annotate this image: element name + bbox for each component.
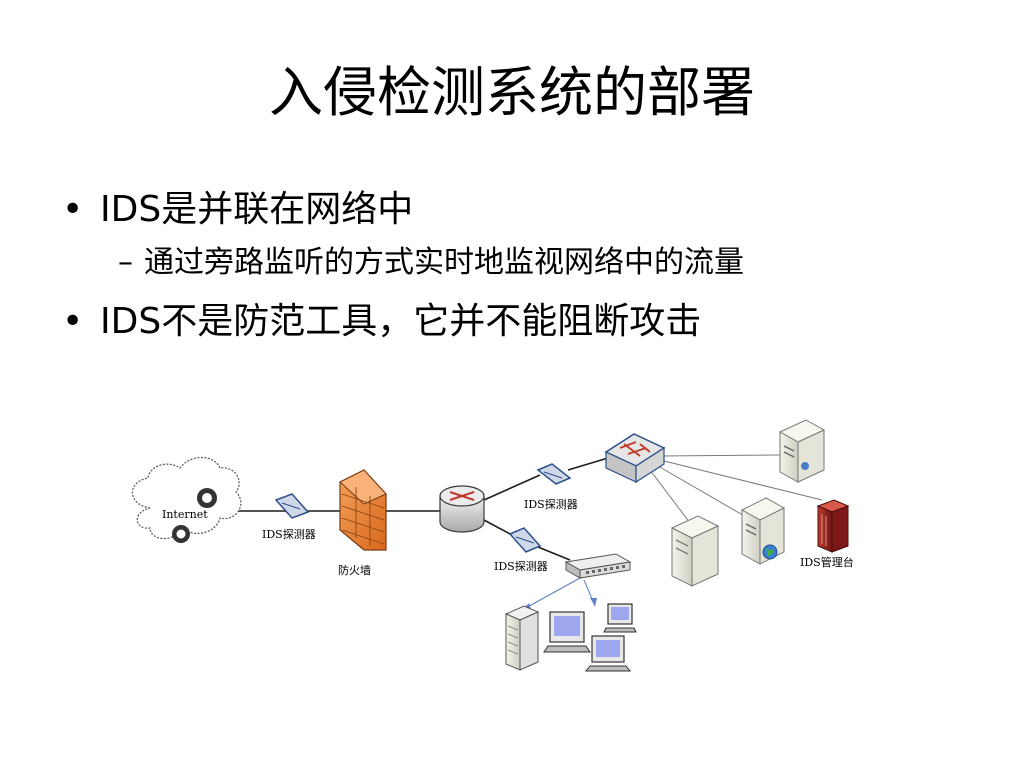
ids-console-icon: IDS管理台 xyxy=(800,499,854,569)
sensor-label: IDS探测器 xyxy=(524,498,578,511)
console-label: IDS管理台 xyxy=(800,555,854,569)
slide-title: 入侵检测系统的部署 xyxy=(269,61,755,124)
link-sensor3-hub xyxy=(537,546,571,561)
arrow-head xyxy=(590,598,597,606)
sub-bullet-item: – 通过旁路监听的方式实时地监视网络中的流量 xyxy=(118,242,744,284)
rack-server-icon xyxy=(504,605,540,671)
link-hub-server xyxy=(521,577,581,611)
link-router-sensor2 xyxy=(483,474,541,501)
bullet-item: • IDS是并联在网络中 xyxy=(62,186,744,234)
bullet-item: • IDS不是防范工具，它并不能阻断攻击 xyxy=(62,298,744,346)
bullet-text: IDS不是防范工具，它并不能阻断攻击 xyxy=(100,301,702,342)
firewall-icon: 防火墙 xyxy=(338,469,387,577)
ids-sensor-3: IDS探测器 xyxy=(494,527,548,573)
bullet-text: IDS是并联在网络中 xyxy=(100,189,414,230)
sub-bullet-text: 通过旁路监听的方式实时地监视网络中的流量 xyxy=(144,245,744,280)
link-switch-console xyxy=(659,459,823,501)
internet-label: Internet xyxy=(162,508,208,521)
sub-bullet-marker: – xyxy=(118,245,133,280)
link-sensor2-switch xyxy=(567,457,609,471)
switch-icon xyxy=(604,433,666,484)
desktop-pc-icon xyxy=(584,635,632,672)
desktop-pc-icon xyxy=(603,603,637,633)
cloud-shape xyxy=(131,456,242,540)
internet-cloud: Internet xyxy=(131,456,242,543)
firewall-label: 防火墙 xyxy=(338,563,371,577)
web-server-icon xyxy=(740,497,786,565)
globe-icon-inner xyxy=(202,493,212,503)
ids-sensor-2: IDS探测器 xyxy=(524,463,578,511)
sensor-label: IDS探测器 xyxy=(494,560,548,573)
desktop-pc-icon xyxy=(543,611,591,653)
bullet-marker: • xyxy=(62,189,84,230)
router-icon xyxy=(439,485,485,533)
link-switch-server3 xyxy=(649,469,694,528)
bullet-list: • IDS是并联在网络中 – 通过旁路监听的方式实时地监视网络中的流量 • ID… xyxy=(62,186,744,346)
link-router-sensor3 xyxy=(483,519,513,536)
link-switch-server1 xyxy=(659,454,781,457)
ids-sensor-1: IDS探测器 xyxy=(262,493,316,541)
server-icon xyxy=(778,419,826,483)
hub-links xyxy=(521,577,597,611)
globe-icon-inner xyxy=(176,529,186,539)
network-links xyxy=(228,457,609,561)
hub-icon xyxy=(564,553,632,579)
tower-server-icon xyxy=(670,515,720,587)
switch-links xyxy=(649,454,823,528)
bullet-marker: • xyxy=(62,301,84,342)
sensor-label: IDS探测器 xyxy=(262,528,316,541)
